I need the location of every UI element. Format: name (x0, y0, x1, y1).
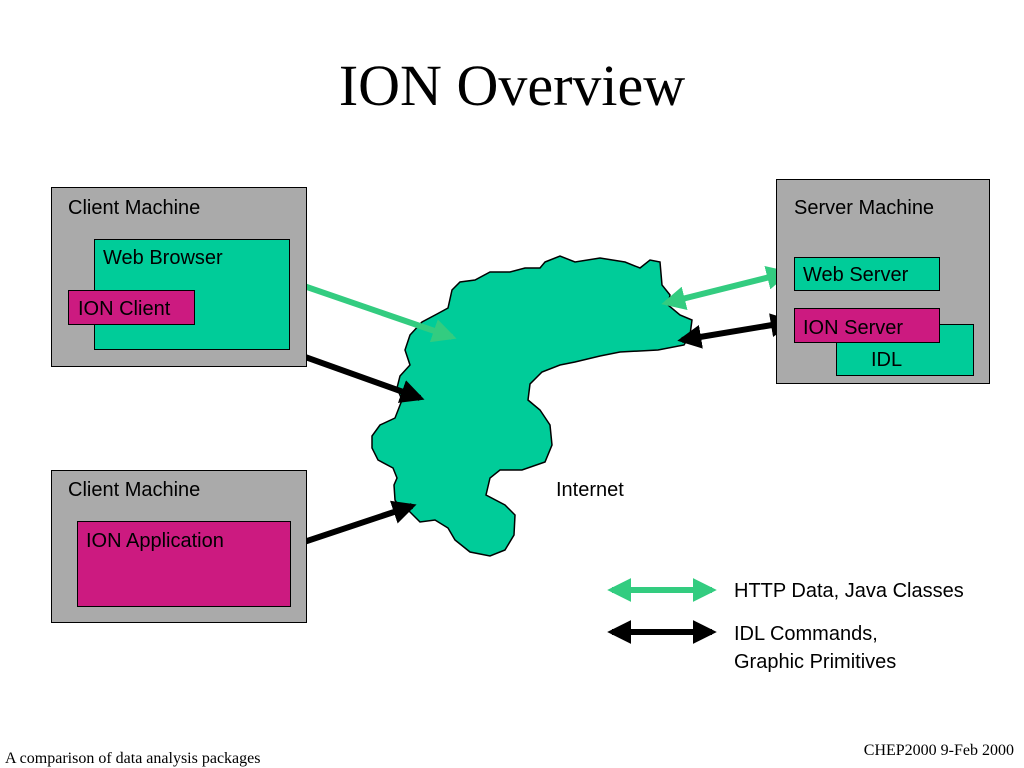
ion-client-box: ION Client (68, 290, 195, 325)
idl-arrow-ionserver (677, 313, 795, 349)
legend-idl-text-1: IDL Commands, (734, 623, 878, 645)
slide-title: ION Overview (338, 53, 686, 118)
client-machine-1: Client Machine Web Browser ION Client (51, 187, 307, 367)
client-machine-2: Client Machine ION Application (51, 470, 307, 623)
http-arrow-webserver (661, 266, 791, 310)
footer-left: A comparison of data analysis packages (5, 750, 261, 767)
internet-cloud (371, 255, 693, 557)
client-machine-1-label: Client Machine (68, 197, 201, 219)
legend-idl-text-2: Graphic Primitives (734, 651, 897, 673)
ion-server-box: ION Server (794, 308, 940, 343)
web-browser-label: Web Browser (103, 247, 223, 269)
ion-application-box: ION Application (77, 521, 291, 607)
legend-http-text: HTTP Data, Java Classes (734, 580, 964, 602)
ion-client-label: ION Client (78, 298, 171, 320)
web-server-box: Web Server (794, 257, 940, 291)
footer-right: CHEP2000 9-Feb 2000 (863, 742, 1014, 759)
ion-application-label: ION Application (86, 530, 224, 552)
server-machine-label: Server Machine (794, 197, 935, 219)
idl-label: IDL (871, 349, 903, 371)
server-machine: Server Machine Web Server IDL ION Server (776, 179, 990, 384)
client-machine-2-label: Client Machine (68, 479, 201, 501)
web-server-label: Web Server (803, 264, 909, 286)
ion-server-label: ION Server (803, 317, 904, 339)
internet-label: Internet (556, 479, 624, 501)
